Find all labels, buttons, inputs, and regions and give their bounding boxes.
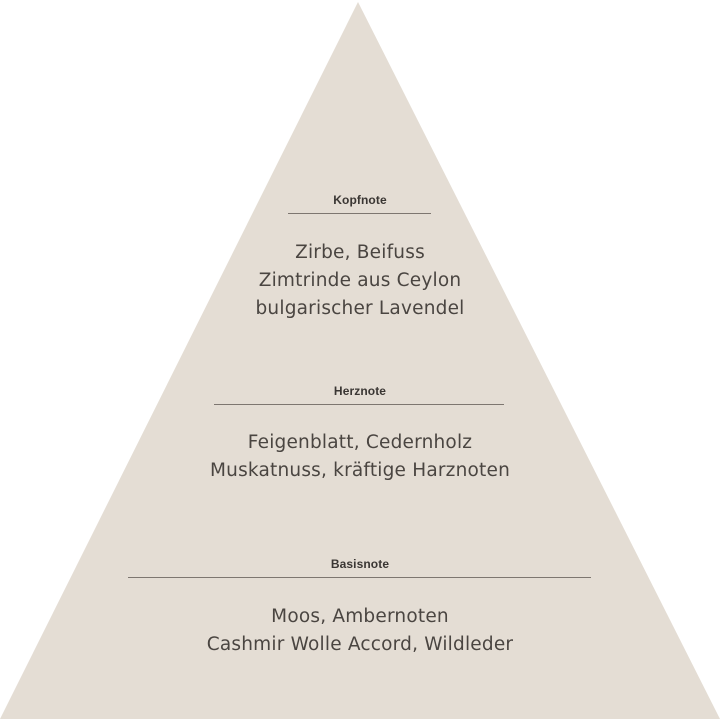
basisnote-title: Basisnote (330, 557, 390, 571)
herznote-line: Muskatnuss, kräftige Harznoten (209, 460, 510, 481)
herznote-line: Feigenblatt, Cedernholz (247, 432, 473, 453)
kopfnote-line: bulgarischer Lavendel (255, 298, 465, 319)
kopfnote-notes: Zirbe, Beifuss Zimtrinde aus Ceylon bulg… (0, 239, 720, 323)
basisnote-notes: Moos, Ambernoten Cashmir Wolle Accord, W… (0, 603, 720, 659)
kopfnote-line: Zirbe, Beifuss (295, 242, 425, 263)
herznote-notes: Feigenblatt, Cedernholz Muskatnuss, kräf… (0, 429, 720, 485)
basisnote-line: Moos, Ambernoten (271, 606, 449, 627)
basisnote-line: Cashmir Wolle Accord, Wildleder (206, 634, 514, 655)
kopfnote-line: Zimtrinde aus Ceylon (258, 270, 462, 291)
herznote-title: Herznote (333, 384, 387, 398)
kopfnote-title: Kopfnote (333, 193, 387, 207)
